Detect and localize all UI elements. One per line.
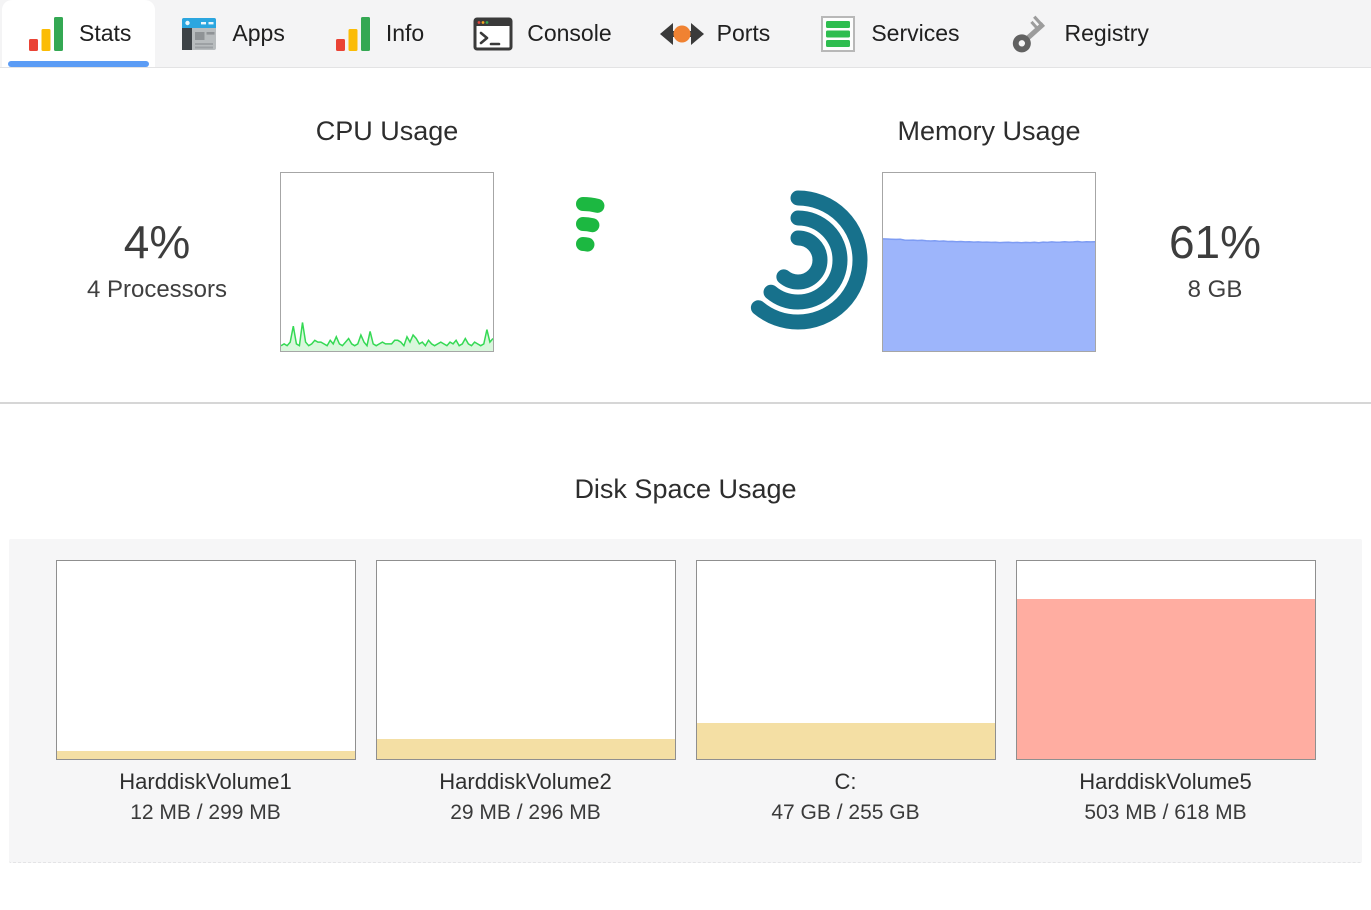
memory-area-chart	[883, 238, 1095, 351]
memory-usage-title: Memory Usage	[897, 116, 1081, 146]
tab-bar: Stats Apps Info	[0, 0, 1371, 68]
tab-label: Registry	[1064, 20, 1149, 46]
disk-usage-text: 503 MB / 618 MB	[1084, 801, 1247, 824]
services-list-icon	[821, 15, 856, 52]
tab-label: Console	[527, 20, 612, 46]
tab-label: Ports	[716, 20, 771, 46]
memory-size-label: 8 GB	[1187, 276, 1243, 303]
disk-usage-box	[695, 560, 996, 760]
disk-card: HarddiskVolume1 12 MB / 299 MB	[55, 560, 356, 862]
disk-card: HarddiskVolume2 29 MB / 296 MB	[375, 560, 676, 862]
disk-usage-box	[55, 560, 356, 760]
registry-key-icon	[1012, 15, 1045, 52]
disk-card: C: 47 GB / 255 GB	[695, 560, 996, 862]
disk-usage-box	[375, 560, 676, 760]
apps-window-icon	[182, 17, 217, 50]
cpu-ring-gauge	[518, 197, 648, 327]
disk-volume-name: HarddiskVolume5	[1079, 769, 1252, 794]
stats-panel: 4% 4 Processors CPU Usage Memory Usage 6…	[0, 68, 1371, 404]
cpu-percent-block: 4% 4 Processors	[37, 216, 277, 304]
disk-usage-fill	[376, 739, 675, 759]
disk-volume-name: HarddiskVolume1	[119, 769, 292, 794]
disk-space-usage-title: Disk Space Usage	[574, 474, 797, 504]
tab-info[interactable]: Info	[309, 0, 448, 67]
info-bar-chart-icon	[335, 16, 370, 51]
tab-services[interactable]: Services	[794, 0, 983, 67]
disk-usage-box	[1015, 560, 1316, 760]
tab-stats[interactable]: Stats	[2, 0, 156, 67]
memory-ring-gauge	[728, 190, 868, 330]
disk-volume-name: C:	[834, 769, 857, 794]
disk-section: Disk Space Usage HarddiskVolume1 12 MB /…	[0, 404, 1371, 863]
cpu-history-chart	[280, 172, 494, 352]
disk-usage-text: 47 GB / 255 GB	[771, 801, 920, 824]
memory-history-chart	[882, 172, 1096, 352]
tab-apps[interactable]: Apps	[155, 0, 308, 67]
tab-registry[interactable]: Registry	[984, 0, 1173, 67]
tab-label: Stats	[79, 20, 132, 46]
cpu-sparkline	[281, 322, 493, 351]
tab-console[interactable]: Console	[448, 0, 635, 67]
disk-panel: HarddiskVolume1 12 MB / 299 MB HarddiskV…	[9, 539, 1362, 863]
disk-usage-fill	[56, 751, 355, 759]
cpu-processors-label: 4 Processors	[86, 276, 228, 303]
disk-volume-name: HarddiskVolume2	[439, 769, 612, 794]
cpu-usage-title: CPU Usage	[315, 116, 459, 146]
disk-usage-text: 12 MB / 299 MB	[130, 801, 281, 824]
disk-usage-fill	[696, 723, 995, 759]
console-terminal-icon	[473, 17, 513, 50]
disk-usage-text: 29 MB / 296 MB	[450, 801, 601, 824]
memory-percent-block: 61% 8 GB	[1095, 216, 1335, 304]
tab-label: Apps	[232, 20, 285, 46]
stats-bar-chart-icon	[29, 16, 63, 51]
tab-label: Info	[385, 20, 425, 46]
tab-ports[interactable]: Ports	[636, 0, 795, 67]
tab-label: Services	[871, 20, 960, 46]
cpu-percent-value: 4%	[123, 216, 191, 268]
disk-usage-fill	[1016, 598, 1315, 759]
memory-percent-value: 61%	[1168, 216, 1262, 268]
disk-card: HarddiskVolume5 503 MB / 618 MB	[1015, 560, 1316, 862]
ports-arrows-icon	[659, 22, 704, 45]
